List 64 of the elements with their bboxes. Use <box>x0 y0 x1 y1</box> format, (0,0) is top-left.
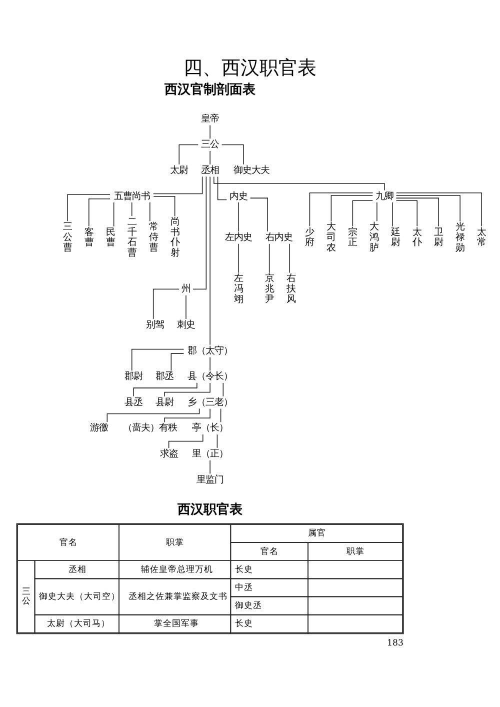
node-text: 丞相 <box>201 164 220 176</box>
node-text: 宗正 <box>348 226 358 248</box>
node-text: 皇帝 <box>201 112 220 124</box>
node-text: 县（令长） <box>188 370 233 382</box>
label: 长史 <box>234 618 253 628</box>
node-text: 内史 <box>229 190 248 202</box>
label: 辅佐皇帝总理万机 <box>140 564 213 574</box>
node-text: 乡（三老） <box>188 396 233 408</box>
diagram-title: 四、西汉职官表 <box>184 56 316 78</box>
node-text: 三公曹 <box>62 221 72 253</box>
node-text: 五曹尚书 <box>114 190 150 202</box>
node-text: 州 <box>181 283 190 294</box>
label: 西汉职官表 <box>177 502 242 517</box>
node-text: 民曹 <box>106 226 115 248</box>
node-text: 里（正） <box>192 448 228 459</box>
label: 官名 <box>60 537 78 548</box>
label: 三公 <box>22 586 31 606</box>
node-text: 京兆尹 <box>264 272 274 304</box>
node-text: 郡尉 <box>124 370 143 382</box>
node-text: 右扶风 <box>286 272 296 304</box>
node-text: 县尉 <box>156 396 174 408</box>
node-text: 尚书仆射 <box>170 216 180 258</box>
label: 官名 <box>260 546 279 556</box>
node-text: 三公 <box>201 138 220 150</box>
node-text: 太常 <box>477 226 486 248</box>
label: 中丞 <box>234 582 253 592</box>
node-text: 县丞 <box>124 396 143 408</box>
node-text: 里监门 <box>196 474 224 485</box>
label: 职掌 <box>346 546 365 556</box>
node-text: 常侍曹 <box>148 221 158 253</box>
label: 183 <box>387 638 404 648</box>
node-text: 二千石曹 <box>127 216 136 258</box>
node-text: 御史大夫 <box>233 164 270 176</box>
node-text: 郡（太守） <box>188 344 233 356</box>
node-text: 左内史 <box>224 231 252 242</box>
label: 掌全国军事 <box>154 618 199 628</box>
node-text: 卫尉 <box>434 226 444 248</box>
label: 属官 <box>308 528 326 538</box>
label: 丞相 <box>68 564 86 574</box>
node-text: 左冯翊 <box>234 272 243 304</box>
node-text: （啬夫）有秩 <box>122 422 177 434</box>
node-text: 大鸿胪 <box>370 221 379 253</box>
node-text: 求盗 <box>160 448 178 459</box>
label: 太尉（大司马） <box>47 618 110 628</box>
node-text: 客曹 <box>84 226 94 248</box>
node-text: 太仆 <box>412 226 422 248</box>
node-text: 亭（长） <box>192 422 228 434</box>
node-text: 光禄勋 <box>456 221 465 253</box>
node-text: 九卿 <box>375 190 394 202</box>
node-text: 别驾 <box>146 319 164 330</box>
node-text: 郡丞 <box>156 370 174 382</box>
node-text: 廷尉 <box>391 226 400 248</box>
node-text: 大司农 <box>326 221 336 253</box>
node-text: 刺史 <box>176 319 195 330</box>
node-text: 少府 <box>305 226 314 248</box>
node-text: 右内史 <box>265 231 292 242</box>
node-text: 游徼 <box>90 422 108 434</box>
label: 职掌 <box>166 537 184 548</box>
label: 御史丞 <box>234 600 262 610</box>
label: 西汉官制剖面表 <box>164 82 256 97</box>
label: 丞相之佐兼掌监察及文书 <box>128 591 228 602</box>
label: 长史 <box>234 564 253 574</box>
node-text: 太尉 <box>170 164 188 176</box>
label: 御史大夫（大司空） <box>39 591 120 602</box>
